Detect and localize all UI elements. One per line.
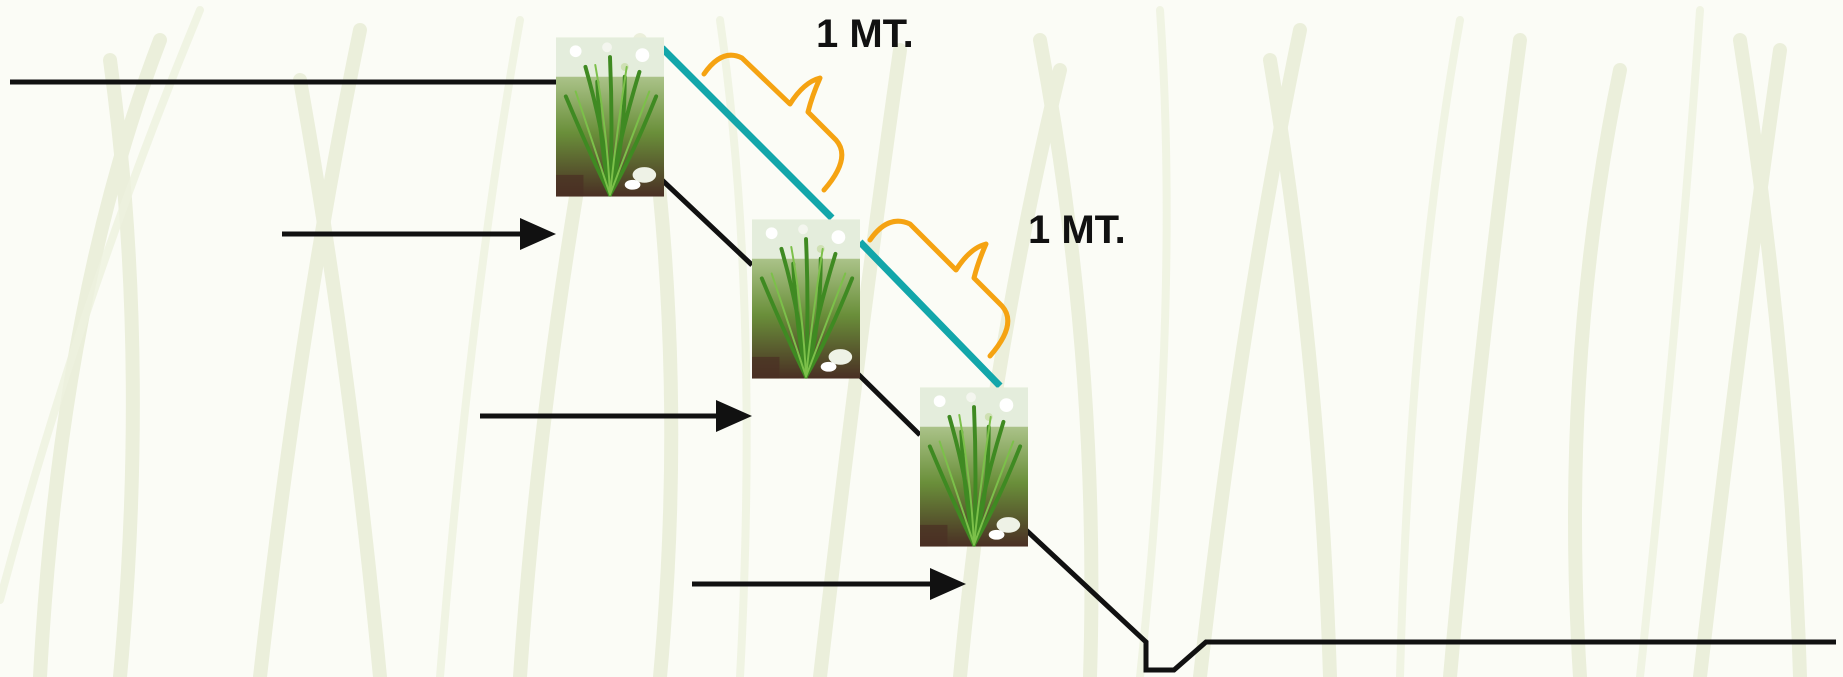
arrow-right-icon xyxy=(282,218,556,250)
spacing-line xyxy=(659,45,835,221)
grass-clump-icon xyxy=(556,36,664,198)
grass-clump-icon xyxy=(752,218,860,380)
spacing-line xyxy=(857,239,1003,389)
curly-brace-icon xyxy=(867,218,1011,359)
grass-clump-icon xyxy=(920,386,1028,548)
curly-brace-icon xyxy=(701,52,845,193)
slope-profile-line xyxy=(10,79,1836,673)
measure-label: 1 MT. xyxy=(1028,208,1126,252)
grass-backdrop xyxy=(33,23,1807,677)
arrow-right-icon xyxy=(480,400,752,432)
arrow-right-icon xyxy=(692,568,966,600)
measure-label: 1 MT. xyxy=(816,12,914,56)
